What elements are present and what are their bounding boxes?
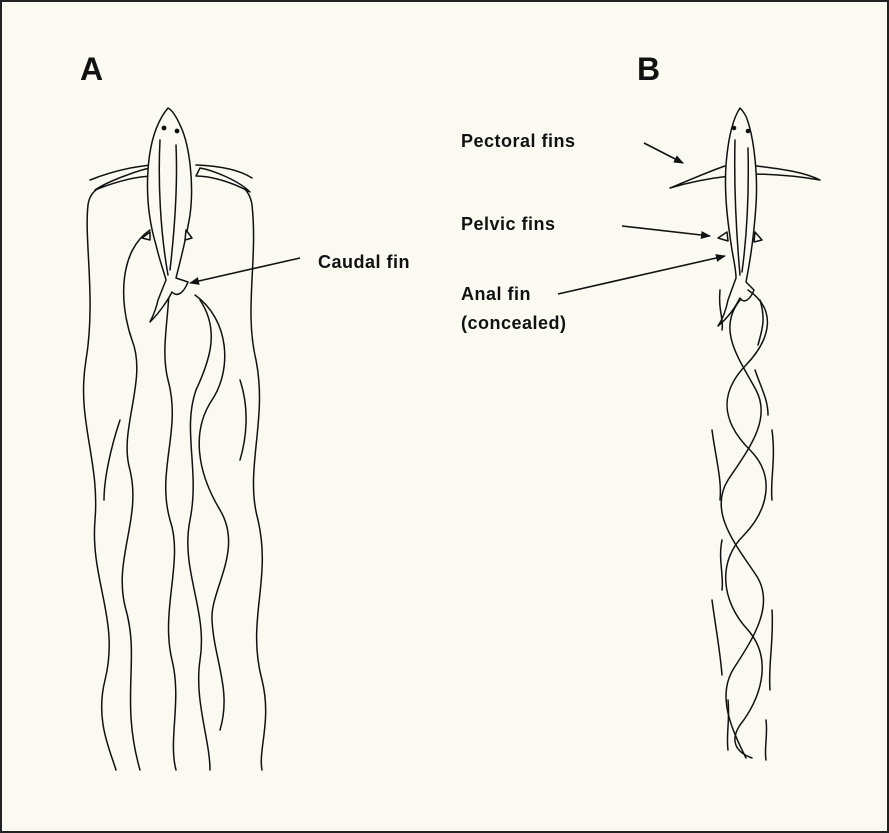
panel-b-letter: B [637,51,660,87]
panel-a-caudal-arrow [190,258,300,283]
panel-a-letter: A [80,51,103,87]
panel-b-anal-label-line1: Anal fin [461,284,531,304]
panel-b-pelvic-arrow [622,226,710,236]
panel-b-pelvic-label: Pelvic fins [461,214,556,234]
panel-b-anal-arrow [558,256,725,294]
panel-b-pectoral-arrow [644,143,683,163]
panel-a-caudal-label: Caudal fin [318,252,410,272]
panel-b-anal-label-line2: (concealed) [461,313,567,333]
panel-b: B Pectoral fins Pelvic fins Anal fin (co… [461,51,820,760]
panel-a-fish [95,108,250,322]
panel-b-wake [712,290,773,760]
panel-b-fish [670,108,820,326]
panel-a: A Caudal fin [80,51,410,770]
panel-b-pectoral-label: Pectoral fins [461,131,576,151]
